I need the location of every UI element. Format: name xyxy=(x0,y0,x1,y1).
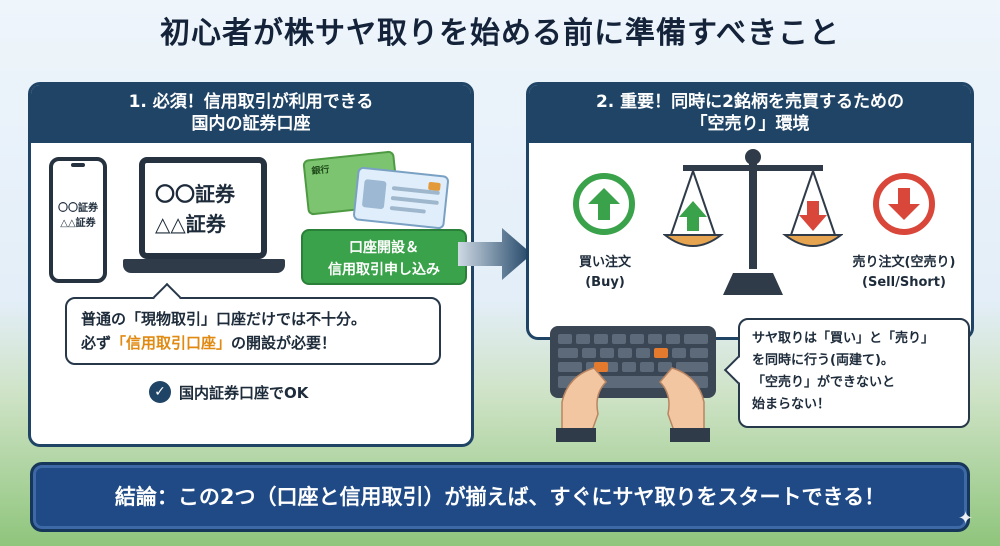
open-account-label-2: 信用取引申し込み xyxy=(328,262,440,278)
hedging-line1: サヤ取りは「買い」と「売り」 xyxy=(752,331,935,346)
phone-screen-text: 〇〇証券 △△証券 xyxy=(55,201,101,231)
short-heading-line1: 2. 重要！同時に2銘柄を売買するための xyxy=(595,92,905,112)
id-card-line xyxy=(389,205,426,214)
domestic-ok-line: ✓ 国内証券口座でOK xyxy=(149,381,308,403)
conclusion-banner: 結論：この2つ（口座と信用取引）が揃えば、すぐにサヤ取りをスタートできる！ xyxy=(30,462,970,532)
laptop-keyboard-base xyxy=(123,259,285,273)
phone-broker-2: △△証券 xyxy=(60,218,96,229)
open-account-button[interactable]: 口座開設＆ 信用取引申し込み xyxy=(301,229,467,285)
id-card-icon xyxy=(352,166,450,230)
open-account-label-1: 口座開設＆ xyxy=(349,240,419,256)
note-prefix: 必ず xyxy=(81,334,112,352)
account-panel-heading: 1. 必須！信用取引が利用できる 国内の証券口座 xyxy=(31,85,471,143)
sell-order-en: (Sell/Short) xyxy=(862,275,946,290)
account-panel: 1. 必須！信用取引が利用できる 国内の証券口座 〇〇証券 △△証券 〇〇証券 … xyxy=(28,82,474,447)
smartphone-icon: 〇〇証券 △△証券 xyxy=(49,157,107,283)
phone-broker-1: 〇〇証券 xyxy=(58,203,98,214)
id-card-photo xyxy=(361,179,387,210)
buy-order-label: 買い注文 (Buy) xyxy=(553,253,657,293)
keyboard-hands-illustration xyxy=(550,326,716,442)
bank-card-label: 銀行 xyxy=(311,165,331,178)
check-circle-icon: ✓ xyxy=(149,381,171,403)
account-heading-line2: 国内の証券口座 xyxy=(191,114,311,134)
short-heading-line2: 「空売り」環境 xyxy=(690,114,810,134)
buy-order-en: (Buy) xyxy=(585,275,625,290)
domestic-ok-text: 国内証券口座でOK xyxy=(179,383,309,402)
hedging-callout: サヤ取りは「買い」と「売り」 を同時に行う(両建て)。 「空売り」ができないと … xyxy=(723,318,970,428)
laptop-icon: 〇〇証券 △△証券 xyxy=(139,157,267,259)
laptop-broker-1: 〇〇証券 xyxy=(155,182,235,206)
sell-order-jp: 売り注文(空売り) xyxy=(852,255,956,270)
balance-scale-icon xyxy=(663,149,843,295)
account-note-line1: 普通の「現物取引」口座だけでは不十分。 xyxy=(81,310,367,328)
sell-down-arrow-icon xyxy=(873,173,935,235)
buy-up-arrow-icon xyxy=(573,173,635,235)
account-note-callout: 普通の「現物取引」口座だけでは不十分。 必ず「信用取引口座」の開設が必要！ xyxy=(65,282,441,365)
id-card-line xyxy=(390,195,439,205)
hedging-line3: 「空売り」ができないと xyxy=(752,375,896,390)
hedging-line2: を同時に行う(両建て)。 xyxy=(752,353,894,368)
laptop-broker-2: △△証券 xyxy=(155,212,226,236)
id-cards-illustration: 銀行 xyxy=(302,149,455,230)
note-suffix: の開設が必要！ xyxy=(231,334,337,352)
short-panel-heading: 2. 重要！同時に2銘柄を売買するための 「空売り」環境 xyxy=(529,85,971,143)
page-title: 初心者が株サヤ取りを始める前に準備すべきこと xyxy=(160,16,840,51)
sparkle-icon: ✦ xyxy=(958,508,974,529)
account-note-line2: 必ず「信用取引口座」の開設が必要！ xyxy=(81,331,425,355)
short-selling-panel: 2. 重要！同時に2銘柄を売買するための 「空売り」環境 買い注文 (Buy) xyxy=(526,82,974,340)
note-highlight: 「信用取引口座」 xyxy=(111,334,232,352)
hedging-line4: 始まらない！ xyxy=(752,397,831,412)
phone-notch xyxy=(71,163,85,167)
callout-tail xyxy=(723,355,753,385)
laptop-screen-text: 〇〇証券 △△証券 xyxy=(155,179,235,239)
right-arrow-icon xyxy=(458,228,532,280)
sell-order-label: 売り注文(空売り) (Sell/Short) xyxy=(839,253,969,293)
account-heading-line1: 1. 必須！信用取引が利用できる xyxy=(128,92,374,112)
buy-order-jp: 買い注文 xyxy=(578,255,631,270)
